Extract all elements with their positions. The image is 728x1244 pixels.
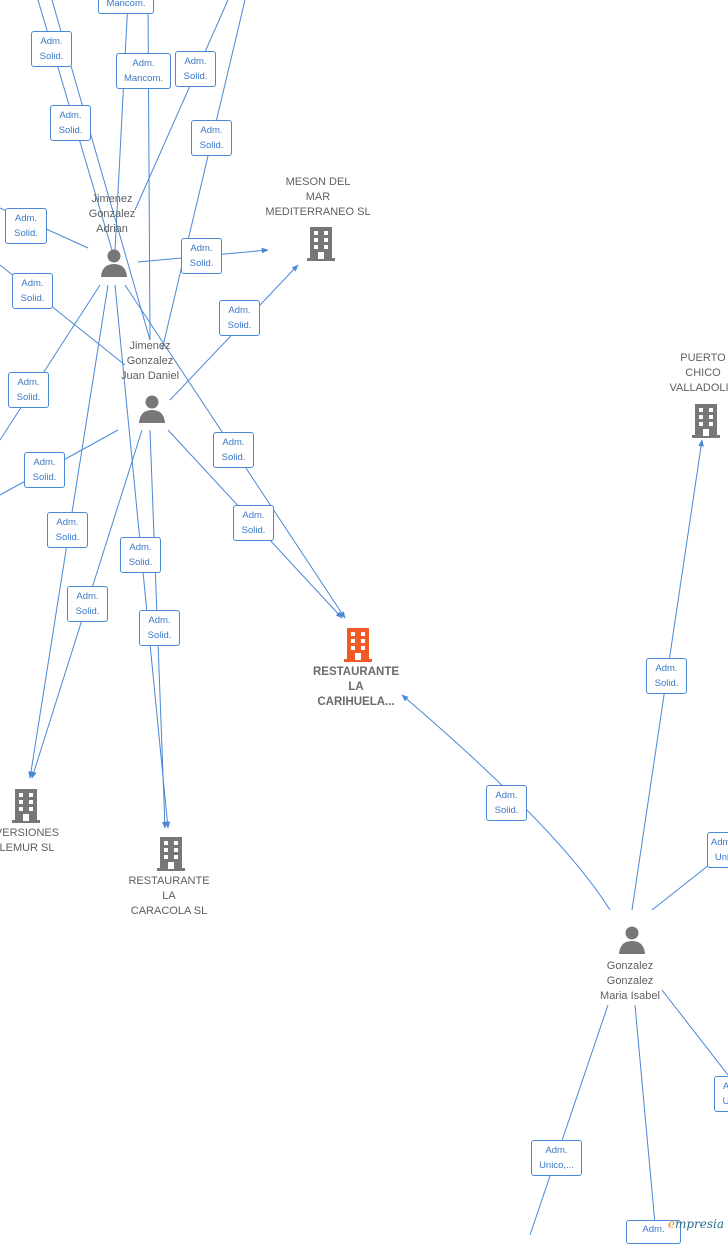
edge-label: Adm. Solid. (8, 372, 49, 408)
edge-label: Adm. Solid. (646, 658, 687, 694)
edge-line (147, 0, 151, 341)
building-icon[interactable] (10, 787, 42, 823)
edge-label: A U (714, 1076, 728, 1112)
edge-label: Adm. Solid. (219, 300, 260, 336)
main-company-label: RESTAURANTE LA CARIHUELA... (312, 666, 400, 708)
edge-label: Adm. Solid. (31, 31, 72, 67)
main-building-icon[interactable] (342, 626, 374, 662)
edge-line (661, 989, 728, 1076)
person-label: Jimenez Gonzalez Adrian (88, 193, 136, 235)
edge-label: Adm. Solid. (24, 452, 65, 488)
edge-label: Adm. Solid. (50, 105, 91, 141)
company-label: MESON DEL MAR MEDITERRANEO SL (265, 176, 371, 218)
edge-label: Mancom. (98, 0, 154, 14)
company-label: RESTAURANTE LA CARACOLA SL (128, 875, 210, 917)
edge-line (114, 0, 129, 251)
edge-line (634, 1004, 657, 1235)
edge-label: Adm. Unico,... (531, 1140, 582, 1176)
edge-line (401, 694, 611, 911)
edge-label: Adm. Solid. (120, 537, 161, 573)
building-icon[interactable] (155, 835, 187, 871)
company-label: VERSIONES LEMUR SL (0, 827, 60, 854)
edge-label: Adm. Solid. (139, 610, 180, 646)
person-label: Jimenez Gonzalez Juan Daniel (120, 340, 180, 382)
edge-label: Adm. Solid. (12, 273, 53, 309)
building-icon[interactable] (690, 402, 722, 438)
building-icon[interactable] (305, 225, 337, 261)
edge-label: Adm. Solid. (233, 505, 274, 541)
edge-label: Adm. Uni (707, 832, 728, 868)
company-label: PUERTO CHICO VALLADOLID (669, 352, 728, 394)
person-label: Gonzalez Gonzalez Maria Isabel (600, 960, 660, 1002)
edge-line (161, 0, 246, 351)
edge-label: Adm. Solid. (47, 512, 88, 548)
edge-line (0, 284, 101, 441)
person-icon[interactable] (137, 393, 167, 423)
edge-label: Adm. Solid. (67, 586, 108, 622)
edge-label: Adm. Solid. (5, 208, 47, 244)
edge-label: Adm. Solid. (175, 51, 216, 87)
person-icon[interactable] (99, 247, 129, 277)
watermark-logo: empresia (667, 1217, 724, 1231)
edge-label: Adm. Solid. (486, 785, 527, 821)
edge-label: Adm. Mancom. (116, 53, 171, 89)
edge-line (134, 0, 229, 211)
edge-label: Adm. Solid. (213, 432, 254, 468)
edge-line (529, 1004, 609, 1235)
edge-label: Adm. Solid. (181, 238, 222, 274)
edge-label: Adm. Solid. (191, 120, 232, 156)
person-icon[interactable] (617, 924, 647, 954)
